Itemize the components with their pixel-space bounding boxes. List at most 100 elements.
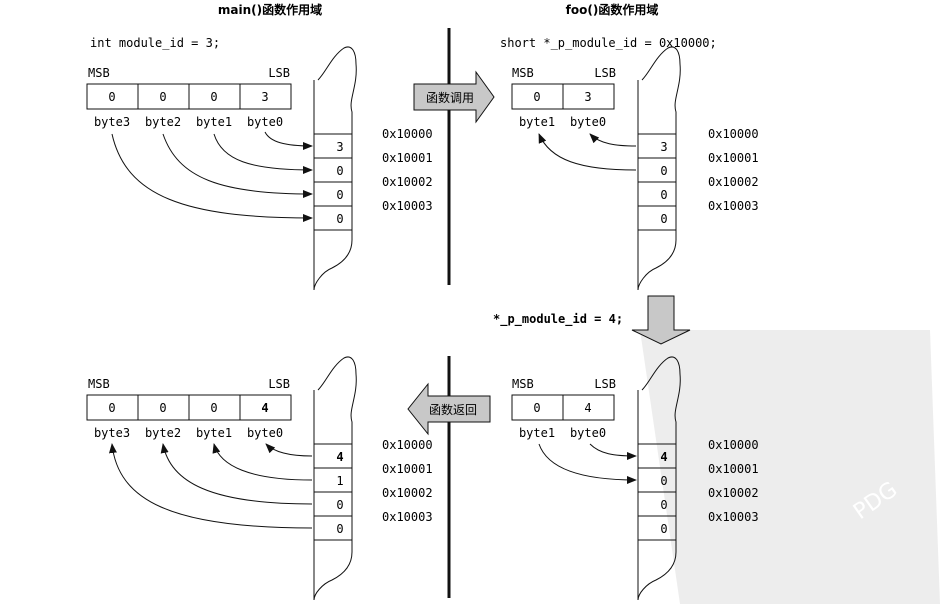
byte1-load-arrow: [212, 443, 313, 481]
byte0-load-arrow: [265, 443, 313, 457]
memory-cell-1: 0: [336, 164, 343, 178]
register-int: 0 0 0 4: [86, 394, 292, 421]
memory-cell-1: 0: [660, 164, 667, 178]
function-return-arrow: 函数返回: [407, 382, 491, 436]
byte1-label: byte1: [196, 115, 232, 129]
byte1-label: byte1: [519, 115, 555, 129]
panel-foo-after: MSB LSB 0 4 byte1 byte0 4 0 0 0 0x10000 …: [511, 356, 759, 601]
assignment-statement: *_p_module_id = 4;: [493, 312, 623, 327]
byte2-load-arrow: [160, 443, 313, 505]
main-scope-title: main()函数作用域: [218, 2, 322, 17]
byte1-label: byte1: [519, 426, 555, 440]
register-byte2-value: 0: [159, 90, 166, 104]
byte2-label: byte2: [145, 115, 181, 129]
memory-cell-2: 0: [336, 188, 343, 202]
msb-label: MSB: [512, 377, 534, 391]
register-byte3-value: 0: [108, 90, 115, 104]
memory-strip: 4 1 0 0: [313, 356, 357, 601]
register-byte1-value: 0: [533, 401, 540, 415]
address-1: 0x10001: [382, 151, 433, 165]
byte0-label: byte0: [570, 426, 606, 440]
function-call-arrow: 函数调用: [413, 70, 495, 124]
register-int: 0 0 0 3: [86, 83, 292, 110]
foo-scope-title: foo()函数作用域: [566, 2, 659, 17]
address-3: 0x10003: [708, 510, 759, 524]
function-call-label: 函数调用: [426, 90, 474, 105]
byte0-label: byte0: [570, 115, 606, 129]
lsb-label: LSB: [268, 377, 290, 391]
address-0: 0x10000: [382, 438, 433, 452]
byte0-label: byte0: [247, 115, 283, 129]
byte1-store-arrow: [538, 443, 637, 484]
register-byte1-value: 0: [210, 90, 217, 104]
lsb-label: LSB: [268, 66, 290, 80]
register-byte2-value: 0: [159, 401, 166, 415]
byte1-label: byte1: [196, 426, 232, 440]
function-return-label: 函数返回: [429, 402, 477, 417]
address-0: 0x10000: [382, 127, 433, 141]
address-1: 0x10001: [382, 462, 433, 476]
panel-foo-before: MSB LSB 0 3 byte1 byte0 3 0 0 0 0x10000 …: [511, 46, 759, 291]
address-3: 0x10003: [382, 510, 433, 524]
address-0: 0x10000: [708, 127, 759, 141]
msb-label: MSB: [88, 377, 110, 391]
byte1-store-arrow: [213, 133, 313, 174]
byte1-load-arrow: [538, 133, 637, 171]
register-byte0-value: 3: [261, 90, 268, 104]
register-byte1-value: 0: [533, 90, 540, 104]
address-3: 0x10003: [708, 199, 759, 213]
byte2-store-arrow: [162, 133, 313, 198]
register-byte1-value: 0: [210, 401, 217, 415]
memory-cell-3: 0: [660, 212, 667, 226]
memory-strip: 4 0 0 0: [637, 356, 681, 601]
register-byte0-value: 4: [261, 401, 268, 415]
address-2: 0x10002: [708, 486, 759, 500]
register-short: 0 3: [511, 83, 615, 110]
watermark-seal: PDG: [640, 330, 940, 604]
byte3-label: byte3: [94, 426, 130, 440]
address-1: 0x10001: [708, 462, 759, 476]
foo-declaration: short *_p_module_id = 0x10000;: [500, 36, 717, 50]
panel-main-after: MSB LSB 0 0 0 4 byte3 byte2 byte1 byte0 …: [86, 356, 433, 601]
memory-cell-2: 0: [336, 498, 343, 512]
register-byte3-value: 0: [108, 401, 115, 415]
byte2-label: byte2: [145, 426, 181, 440]
main-declaration: int module_id = 3;: [90, 36, 220, 50]
address-2: 0x10002: [708, 175, 759, 189]
msb-label: MSB: [88, 66, 110, 80]
memory-cell-3: 0: [660, 522, 667, 536]
byte0-label: byte0: [247, 426, 283, 440]
address-3: 0x10003: [382, 199, 433, 213]
memory-cell-0: 4: [660, 450, 667, 464]
memory-cell-2: 0: [660, 498, 667, 512]
register-byte0-value: 3: [584, 90, 591, 104]
memory-strip: 3 0 0 0: [637, 46, 681, 291]
memory-cell-0: 3: [660, 140, 667, 154]
memory-cell-1: 1: [336, 474, 343, 488]
memory-cell-2: 0: [660, 188, 667, 202]
memory-cell-0: 3: [336, 140, 343, 154]
address-2: 0x10002: [382, 486, 433, 500]
msb-label: MSB: [512, 66, 534, 80]
address-2: 0x10002: [382, 175, 433, 189]
memory-strip: 3 0 0 0: [313, 46, 357, 291]
panel-main-before: MSB LSB 0 0 0 3 byte3 byte2 byte1 byte0 …: [86, 46, 433, 291]
address-0: 0x10000: [708, 438, 759, 452]
byte0-store-arrow: [589, 443, 637, 460]
memory-cell-1: 0: [660, 474, 667, 488]
byte0-load-arrow: [589, 133, 637, 147]
memory-cell-3: 0: [336, 522, 343, 536]
byte3-load-arrow: [108, 443, 313, 529]
lsb-label: LSB: [594, 377, 616, 391]
register-short: 0 4: [511, 394, 615, 421]
memory-cell-3: 0: [336, 212, 343, 226]
byte3-label: byte3: [94, 115, 130, 129]
memory-cell-0: 4: [336, 450, 343, 464]
byte0-store-arrow: [264, 131, 313, 150]
register-byte0-value: 4: [584, 401, 591, 415]
address-1: 0x10001: [708, 151, 759, 165]
lsb-label: LSB: [594, 66, 616, 80]
assignment-down-arrow: [631, 295, 691, 345]
byte3-store-arrow: [111, 133, 313, 222]
